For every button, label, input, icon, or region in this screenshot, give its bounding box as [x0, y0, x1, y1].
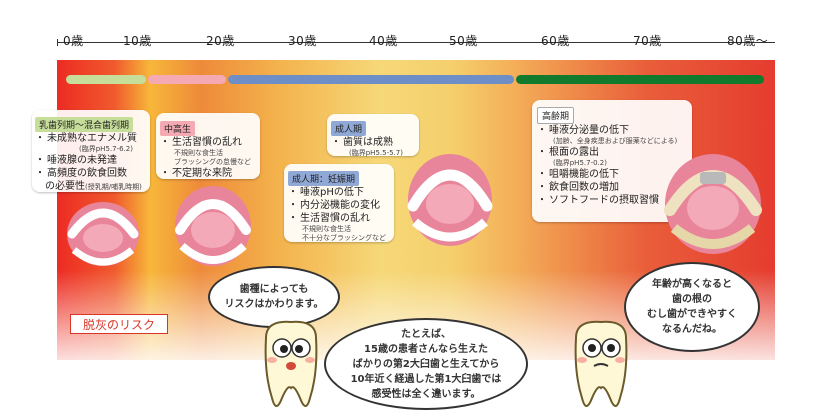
- child-item-2: ・唾液腺の未発達: [35, 155, 117, 166]
- bubble-left-line-1: 歯種によっても: [239, 284, 309, 295]
- elder-item-4: ・飲食回数の増加: [537, 182, 619, 193]
- teen-item-1: ・生活習慣の乱れ: [160, 137, 242, 148]
- stage-bar-child: [66, 75, 146, 84]
- child-item-1-note: (臨界pH5.7-6.2): [79, 145, 133, 153]
- stage-tag-elder: 高齢期: [537, 107, 575, 124]
- panel-teen: 中高生 ・生活習慣の乱れ 不規則な食生活 ブラッシングの怠慢など ・不定期な来院: [156, 113, 260, 179]
- adult-item-1: ・歯質は成熟: [331, 137, 393, 148]
- bubble-right-line-4: なるんだね。: [662, 324, 722, 335]
- bubble-center-line-5: 感受性は全く違います。: [371, 388, 481, 400]
- bubble-center-line-4: 10年近く経過した第1大臼歯では: [350, 373, 502, 385]
- child-item-3b: の必要性(授乳期/哺乳時期): [45, 181, 142, 192]
- bubble-right-line-1: 年齢が高くなると: [652, 279, 732, 290]
- decalcification-risk-label: 脱灰のリスク: [70, 314, 168, 334]
- bubble-center-line-2: 15歳の患者さんなら生えた: [364, 343, 488, 355]
- elder-item-1-note: (加齢、全身疾患および服薬などによる): [553, 137, 678, 145]
- speech-bubble-center: たとえば、 15歳の患者さんなら生えた ばかりの第2大臼歯と生えてから 10年近…: [324, 318, 528, 410]
- age-label-50: 50歳: [449, 34, 478, 48]
- elder-mouth-illustration: [664, 154, 762, 254]
- stage-tag-teen: 中高生: [160, 121, 196, 136]
- elder-item-2: ・根面の露出: [537, 147, 599, 158]
- axis-tick: [57, 39, 58, 46]
- age-label-80: 80歳〜: [727, 34, 769, 48]
- bubble-center-line-1: たとえば、: [401, 328, 451, 340]
- teen-mouth-illustration: [175, 186, 251, 266]
- child-item-3: ・高頻度の飲食回数: [35, 168, 127, 179]
- teen-item-2: ・不定期な来院: [160, 168, 232, 179]
- age-label-0: 0歳: [63, 34, 84, 48]
- panel-pregnancy: 成人期：妊娠期 ・唾液pHの低下 ・内分泌機能の変化 ・生活習慣の乱れ 不規則な…: [284, 164, 394, 242]
- adult-mouth-illustration: [407, 154, 493, 246]
- speech-bubble-right: 年齢が高くなると 歯の根の むし歯ができやすく なるんだね。: [624, 262, 760, 352]
- elder-item-1: ・唾液分泌量の低下: [537, 125, 629, 136]
- age-label-30: 30歳: [288, 34, 317, 48]
- stage-bar-elder: [516, 75, 764, 84]
- child-item-1: ・未成熟なエナメル質: [35, 133, 137, 144]
- tooth-character-right: [574, 320, 628, 407]
- bubble-right-line-2: 歯の根の: [672, 294, 712, 305]
- adult-item-1-note: (臨界pH5.5-5.7): [349, 149, 403, 157]
- tooth-character-left: [264, 320, 318, 407]
- age-label-20: 20歳: [206, 34, 235, 48]
- pregnancy-item-3: ・生活習慣の乱れ: [288, 213, 370, 224]
- stage-bar-teen: [148, 75, 226, 84]
- stage-tag-adult: 成人期: [331, 121, 367, 136]
- teen-item-1-note2: ブラッシングの怠慢など: [174, 158, 251, 166]
- teen-item-1-note1: 不規則な食生活: [174, 149, 223, 157]
- age-label-70: 70歳: [633, 34, 662, 48]
- elder-item-3: ・咀嚼機能の低下: [537, 169, 619, 180]
- pregnancy-item-1: ・唾液pHの低下: [288, 187, 364, 198]
- panel-adult: 成人期 ・歯質は成熟 (臨界pH5.5-5.7): [327, 114, 419, 157]
- age-label-60: 60歳: [541, 34, 570, 48]
- pregnancy-note-2: 不十分なブラッシングなど: [302, 234, 386, 242]
- bubble-left-line-2: リスクはかわります。: [224, 299, 324, 310]
- metal-crown: [700, 172, 726, 184]
- stage-bar-adult: [228, 75, 514, 84]
- panel-child: 乳歯列期〜混合歯列期 ・未成熟なエナメル質 (臨界pH5.7-6.2) ・唾液腺…: [32, 110, 150, 192]
- age-label-40: 40歳: [369, 34, 398, 48]
- bubble-right-line-3: むし歯ができやすく: [647, 309, 737, 320]
- speech-bubble-left: 歯種によっても リスクはかわります。: [208, 266, 340, 328]
- child-mouth-illustration: [67, 202, 139, 266]
- age-axis-line: [57, 42, 775, 43]
- age-label-10: 10歳: [123, 34, 152, 48]
- stage-tag-pregnancy: 成人期：妊娠期: [288, 171, 360, 186]
- stage-tag-child: 乳歯列期〜混合歯列期: [35, 117, 134, 132]
- pregnancy-item-2: ・内分泌機能の変化: [288, 200, 380, 211]
- bubble-center-line-3: ばかりの第2大臼歯と生えてから: [352, 358, 500, 370]
- pregnancy-note-1: 不規則な食生活: [302, 225, 351, 233]
- elder-item-2-note: (臨界pH5.7-0.2): [553, 159, 607, 167]
- elder-item-5: ・ソフトフードの摂取習慣: [537, 195, 659, 206]
